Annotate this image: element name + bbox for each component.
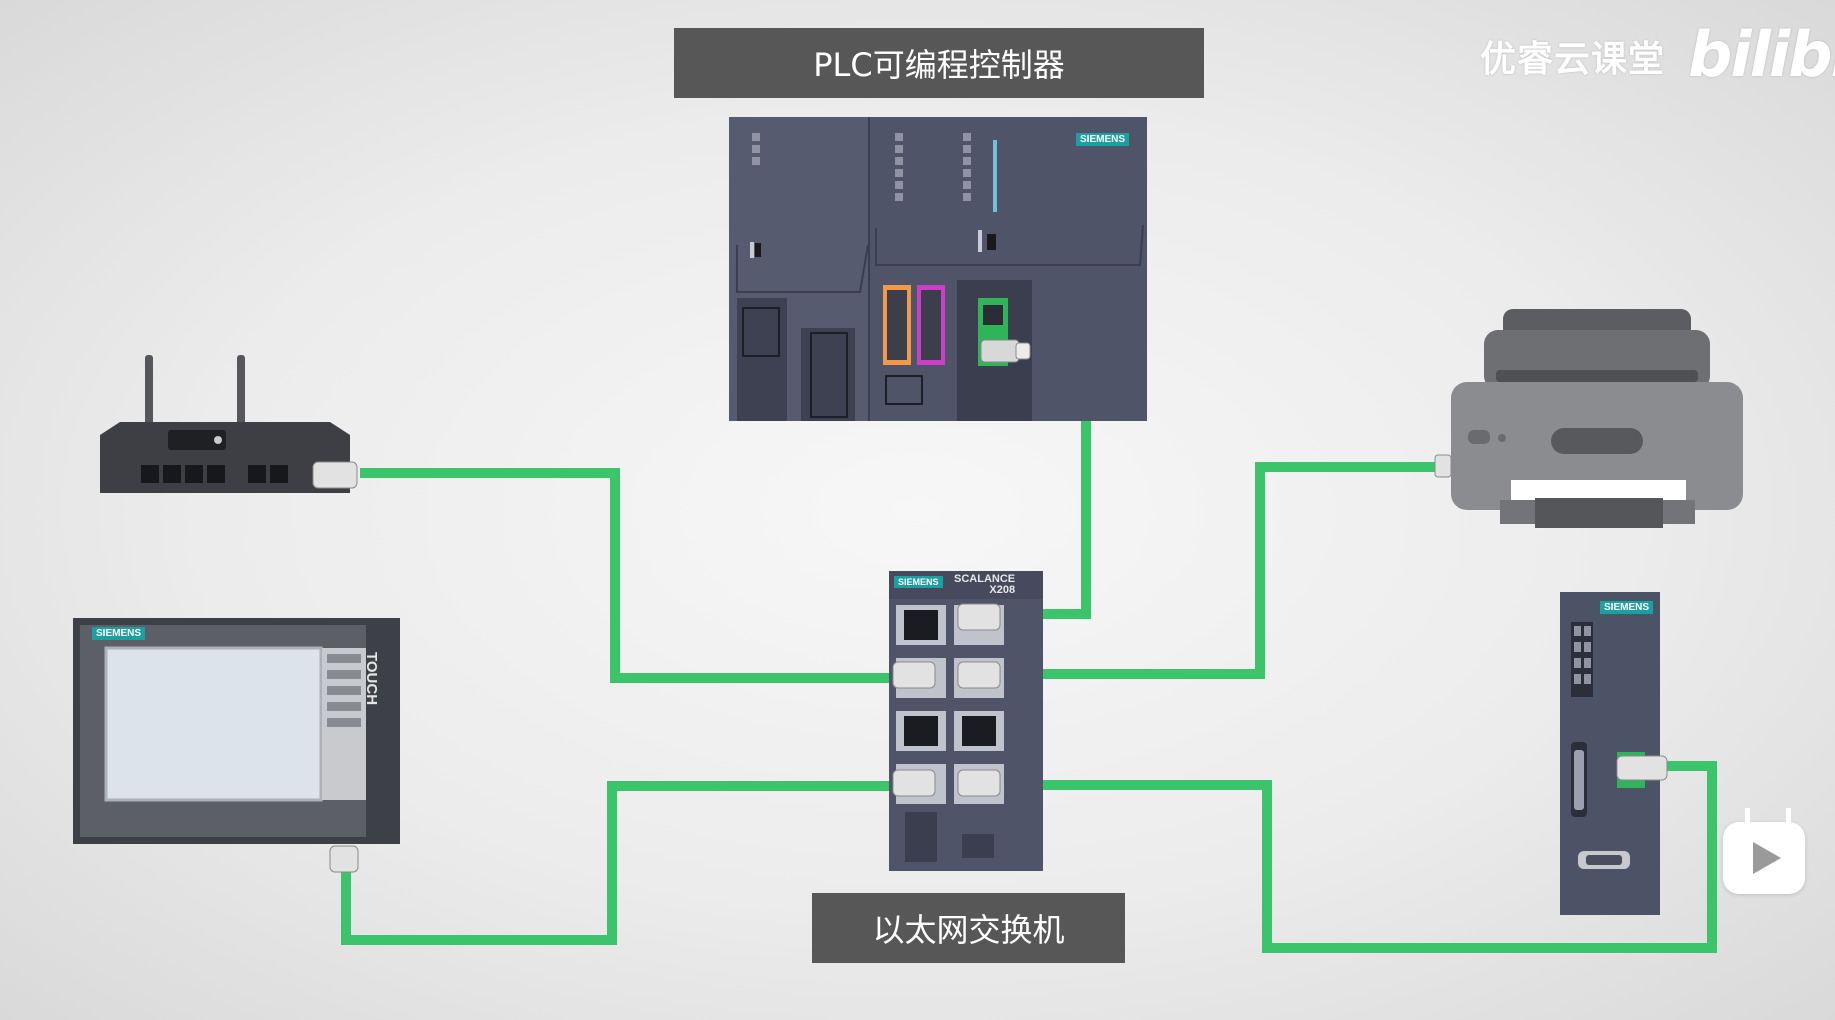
play-icon[interactable] xyxy=(1723,822,1805,894)
drive-brand-tag: SIEMENS xyxy=(1600,601,1654,614)
router-icon xyxy=(100,355,358,493)
plc-controller xyxy=(729,117,1147,421)
hmi-brand-tag: SIEMENS xyxy=(92,627,146,640)
hmi-touch-label: TOUCH xyxy=(363,652,380,706)
watermark-text: 优睿云课堂 xyxy=(1480,39,1666,80)
switch-model-name: SCALANCE xyxy=(954,573,1016,585)
cable-printer-switch xyxy=(1010,462,1445,679)
cable-hmi-switch xyxy=(341,781,895,945)
switch-title: 以太网交换机 xyxy=(812,893,1125,963)
hmi-panel-icon xyxy=(73,618,400,873)
bilibili-logo: bilibili xyxy=(1688,18,1835,91)
printer-icon xyxy=(1434,309,1743,528)
cable-router-switch xyxy=(360,468,895,683)
drive-module-icon xyxy=(1560,592,1668,915)
switch-model-number: X208 xyxy=(989,584,1016,596)
switch-brand-tag: SIEMENS xyxy=(894,576,943,588)
switch-model-label: SCALANCE X208 xyxy=(954,574,1015,596)
cable-switch-drive xyxy=(1010,761,1717,953)
plc-brand-tag: SIEMENS xyxy=(1076,133,1130,146)
ethernet-switch xyxy=(889,571,1043,871)
plc-title: PLC可编程控制器 xyxy=(674,28,1204,98)
